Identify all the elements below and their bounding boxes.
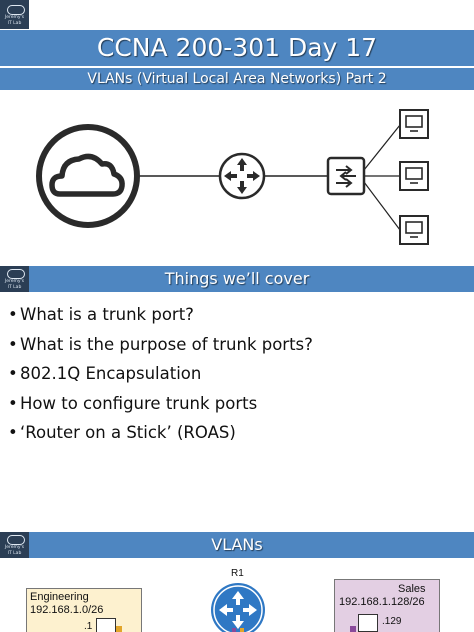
slide-agenda: Things we’ll cover Jeremy's IT Lab	[0, 266, 474, 524]
subtitle-banner: VLANs (Virtual Local Area Networks) Part…	[0, 68, 474, 90]
list-item: •How to configure trunk ports	[8, 393, 258, 413]
engineering-subnet: 192.168.1.0/26	[30, 604, 104, 616]
engineering-label: Engineering	[30, 591, 89, 603]
logo-text-line2: IT Lab	[7, 285, 22, 290]
logo-cloud-icon	[7, 269, 25, 279]
logo-text-line1: Jeremy's	[4, 279, 25, 284]
pc-icon	[96, 618, 116, 632]
list-item: •What is a trunk port?	[8, 305, 194, 324]
sales-vlan-box	[334, 579, 440, 632]
sales-host: .129	[382, 616, 402, 627]
pc-icon	[358, 614, 378, 632]
vlans-banner: VLANs	[0, 532, 474, 558]
router-label: R1	[231, 568, 244, 579]
router-icon	[218, 152, 266, 200]
network-diagram	[36, 109, 429, 245]
port-marker	[240, 628, 244, 632]
sales-subnet: 192.168.1.128/26	[339, 596, 425, 608]
switch-icon	[326, 156, 366, 196]
bullet-text: What is a trunk port?	[20, 305, 194, 324]
title-banner: CCNA 200-301 Day 17	[0, 30, 474, 66]
logo: Jeremy's IT Lab	[0, 0, 29, 29]
port-marker	[232, 628, 236, 632]
bullet-text: What is the purpose of trunk ports?	[20, 334, 313, 354]
engineering-host: .1	[84, 621, 93, 632]
pc-icon	[399, 215, 429, 245]
bullet-text: ‘Router on a Stick’ (ROAS)	[20, 423, 236, 442]
logo: Jeremy's IT Lab	[0, 532, 29, 558]
list-item: •What is the purpose of trunk ports?	[8, 334, 313, 354]
list-item: •802.1Q Encapsulation	[8, 364, 202, 383]
slide-vlans: VLANs Jeremy's IT Lab Engineering 192.16…	[0, 532, 474, 632]
agenda-bullet-list: •What is a trunk port? •What is the purp…	[8, 300, 313, 448]
logo: Jeremy's IT Lab	[0, 266, 29, 292]
engineering-vlan-box	[26, 588, 142, 632]
bullet-text: How to configure trunk ports	[20, 393, 258, 413]
sales-label: Sales	[398, 583, 426, 595]
logo-text-line1: Jeremy's	[4, 545, 25, 550]
logo-text-line2: IT Lab	[7, 551, 22, 556]
list-item: •‘Router on a Stick’ (ROAS)	[8, 423, 236, 442]
logo-text-line1: Jeremy's	[4, 15, 25, 20]
vlans-heading: VLANs	[211, 535, 263, 554]
cloud-icon	[36, 124, 140, 228]
slide-title-text: CCNA 200-301 Day 17	[96, 33, 378, 62]
logo-cloud-icon	[7, 535, 25, 545]
pc-icon	[399, 109, 429, 139]
pc-icon	[399, 161, 429, 191]
agenda-heading: Things we’ll cover	[164, 269, 310, 288]
bullet-text: 802.1Q Encapsulation	[20, 364, 202, 383]
agenda-banner: Things we’ll cover	[0, 266, 474, 292]
router-icon	[211, 583, 265, 632]
port-marker	[116, 626, 122, 632]
logo-text-line2: IT Lab	[7, 21, 22, 26]
port-marker	[350, 626, 356, 632]
slide-subtitle-text: VLANs (Virtual Local Area Networks) Part…	[87, 71, 387, 87]
slide-title: Jeremy's IT Lab CCNA 200-301 Day 17 VLAN…	[0, 0, 474, 258]
logo-cloud-icon	[7, 5, 25, 15]
